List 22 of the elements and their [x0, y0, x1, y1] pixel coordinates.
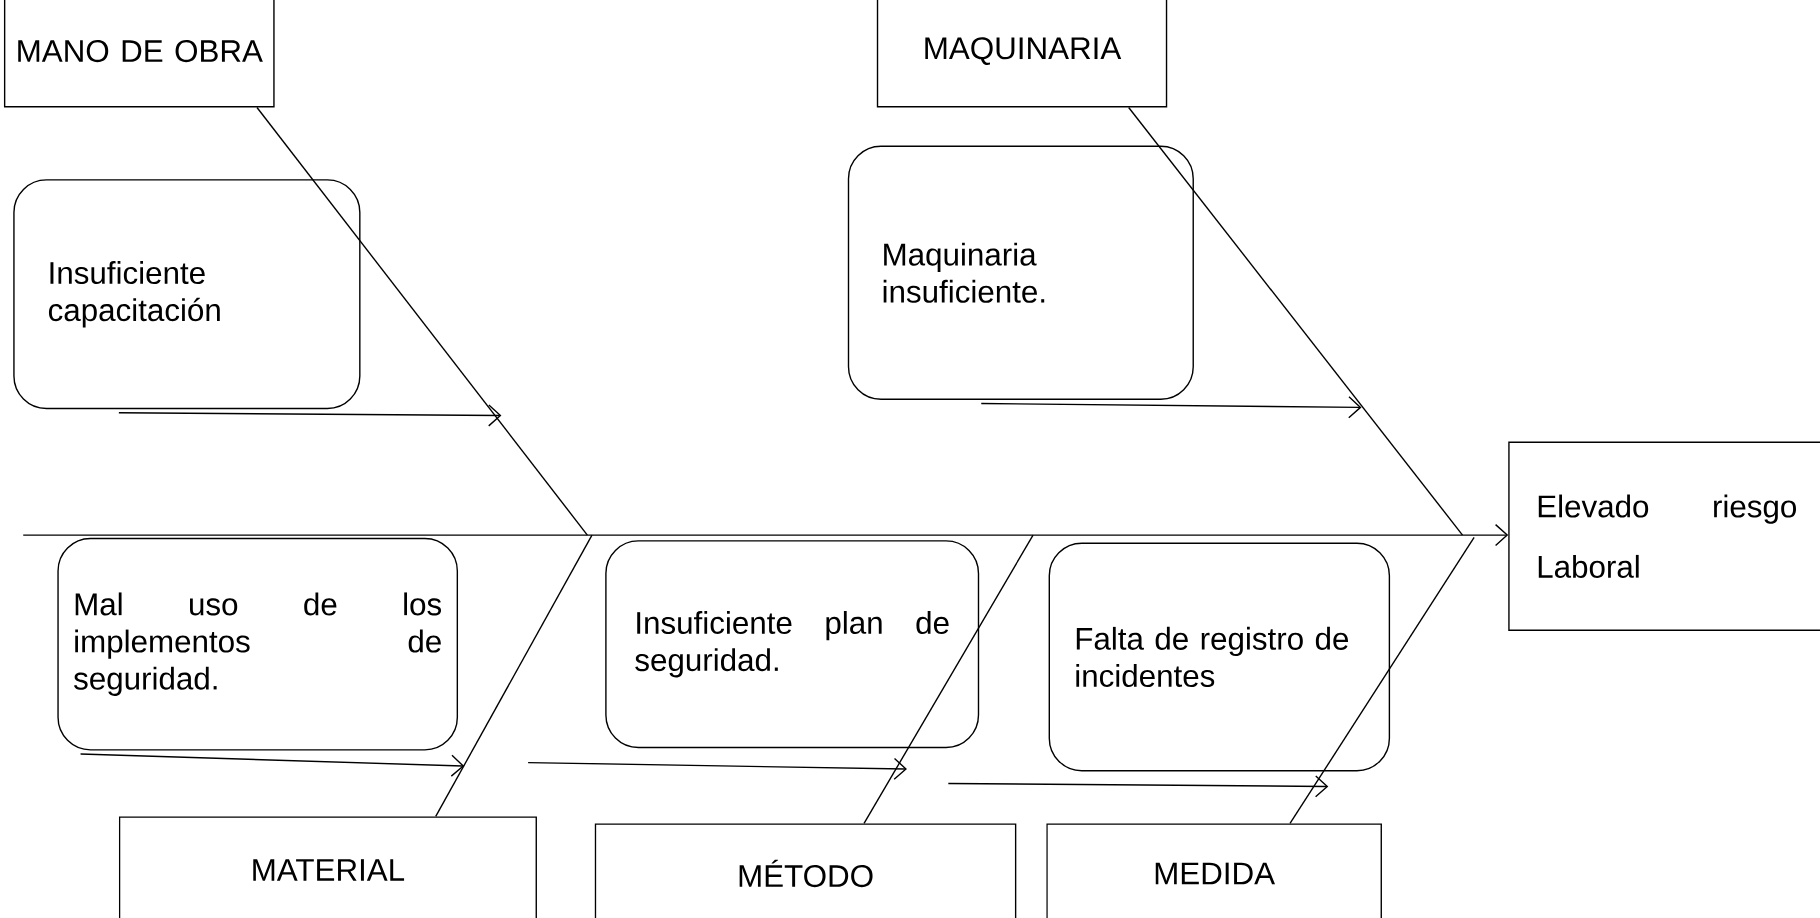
category-box: MATERIAL	[118, 816, 537, 918]
arrow	[980, 396, 1362, 419]
cause-box: Mal uso de los implementos de seguridad.	[57, 537, 459, 751]
arrow	[79, 753, 465, 777]
category-box: MÉTODO	[594, 823, 1017, 918]
bone-line	[256, 106, 589, 536]
bone-line	[1289, 536, 1475, 825]
arrow	[118, 404, 502, 427]
bone-line	[435, 534, 593, 818]
cause-box: Insuficiente capacitación	[13, 179, 361, 410]
cause-box: Maquinaria insuficiente.	[847, 145, 1194, 400]
category-box: MEDIDA	[1046, 823, 1382, 918]
spine-arrow	[22, 523, 1509, 547]
category-box: MANO DE OBRA	[3, 0, 275, 108]
arrow	[947, 775, 1329, 798]
arrow	[527, 757, 907, 780]
category-box: MAQUINARIA	[876, 0, 1168, 108]
cause-box: Falta de registro de incidentes	[1048, 542, 1391, 772]
bone-line	[1128, 106, 1464, 536]
bone-line	[863, 534, 1034, 825]
effect-box: Elevado riesgo Laboral	[1508, 441, 1820, 631]
cause-box: Insuficiente plan de seguridad.	[605, 540, 980, 749]
